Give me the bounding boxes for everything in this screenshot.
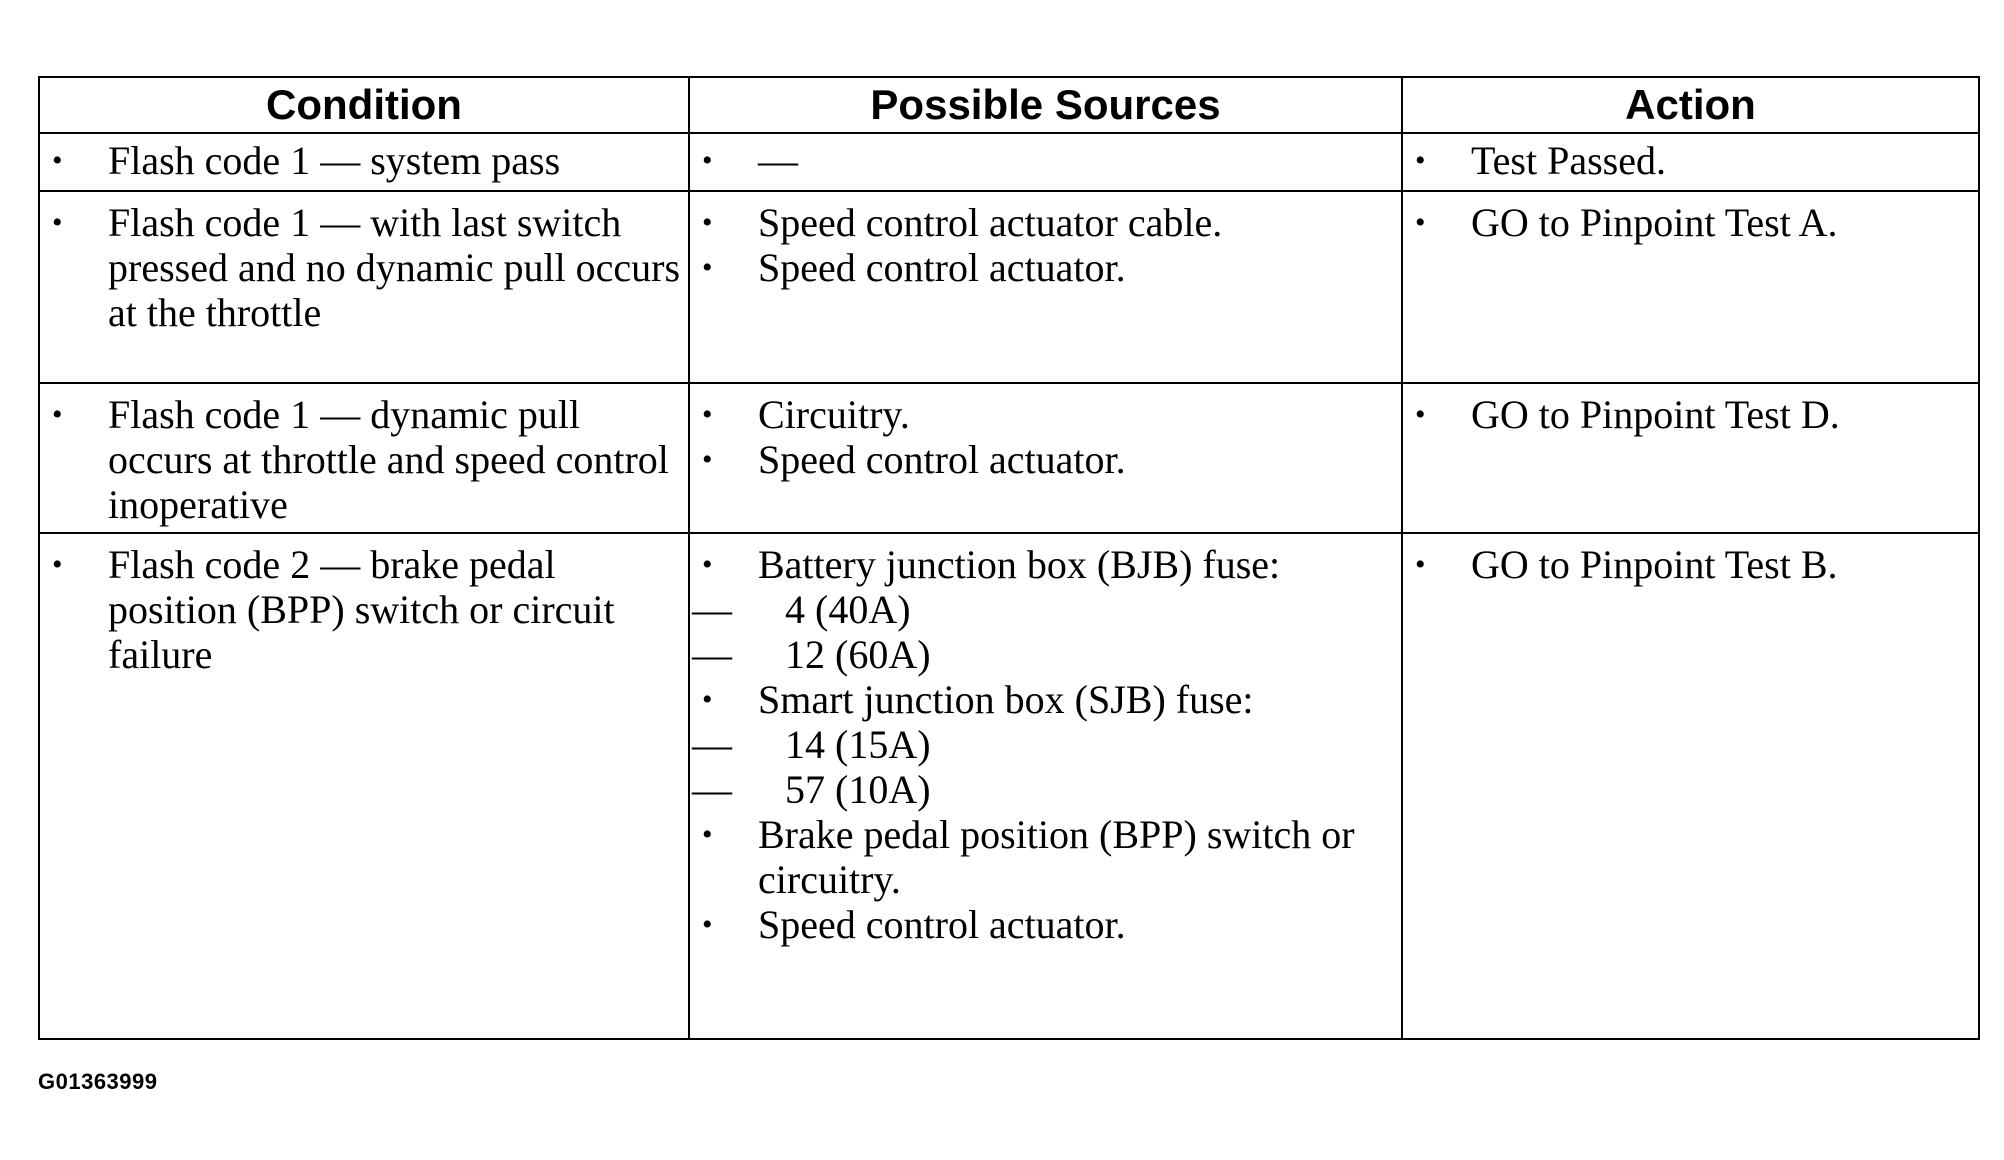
action-text: GO to Pinpoint Test B. <box>1471 542 1838 587</box>
header-row: Condition Possible Sources Action <box>38 76 1980 134</box>
list-item: • Test Passed. <box>1403 138 1972 183</box>
condition-cell: • Flash code 1 — with last switch presse… <box>38 190 690 384</box>
fuse-list: — 14 (15A) — 57 (10A) <box>692 722 1395 812</box>
list-item: • Brake pedal position (BPP) switch or c… <box>690 812 1395 902</box>
fuse-item: — 57 (10A) <box>690 767 1395 812</box>
bullet-icon: • <box>1415 144 1426 177</box>
dash-icon: — <box>692 587 732 632</box>
action-text: Test Passed. <box>1471 138 1666 183</box>
list-item: • Speed control actuator. <box>690 902 1395 947</box>
list-item: • Circuitry. <box>690 392 1395 437</box>
bullet-icon: • <box>702 683 713 716</box>
fuse-text: 12 (60A) <box>785 632 931 677</box>
action-text: GO to Pinpoint Test A. <box>1471 200 1838 245</box>
list-item: • GO to Pinpoint Test B. <box>1403 542 1972 587</box>
source-text: Brake pedal position (BPP) switch or cir… <box>758 812 1355 902</box>
bullet-icon: • <box>702 548 713 581</box>
bullet-icon: • <box>702 251 713 284</box>
sources-cell: • — <box>688 132 1403 192</box>
bullet-icon: • <box>702 443 713 476</box>
list-item: • Flash code 1 — system pass <box>40 138 682 183</box>
sources-cell: • Circuitry. • Speed control actuator. <box>688 382 1403 534</box>
sources-cell: • Speed control actuator cable. • Speed … <box>688 190 1403 384</box>
source-text: Speed control actuator cable. <box>758 200 1223 245</box>
source-text: Speed control actuator. <box>758 245 1126 290</box>
bullet-icon: • <box>52 398 63 431</box>
bullet-icon: • <box>702 206 713 239</box>
list-item: • Speed control actuator cable. <box>690 200 1395 245</box>
fuse-item: — 14 (15A) <box>690 722 1395 767</box>
condition-cell: • Flash code 2 — brake pedal position (B… <box>38 532 690 1040</box>
diagnostic-table: Condition Possible Sources Action • Flas… <box>38 76 1980 1040</box>
source-text: Speed control actuator. <box>758 437 1126 482</box>
list-item: • Smart junction box (SJB) fuse: — 14 (1… <box>690 677 1395 812</box>
bullet-icon: • <box>1415 548 1426 581</box>
table-row: • Flash code 1 — with last switch presse… <box>38 190 1980 384</box>
bullet-icon: • <box>702 398 713 431</box>
dash-icon: — <box>692 767 732 812</box>
source-text: Circuitry. <box>758 392 910 437</box>
action-cell: • GO to Pinpoint Test A. <box>1401 190 1980 384</box>
list-item: • Speed control actuator. <box>690 245 1395 290</box>
fuse-text: 57 (10A) <box>785 767 931 812</box>
action-cell: • GO to Pinpoint Test B. <box>1401 532 1980 1040</box>
list-item: • — <box>690 138 1395 183</box>
condition-text: Flash code 2 — brake pedal position (BPP… <box>108 542 615 677</box>
condition-header: Condition <box>38 76 690 134</box>
table-row: • Flash code 1 — dynamic pull occurs at … <box>38 382 1980 534</box>
fuse-item: — 12 (60A) <box>690 632 1395 677</box>
fuse-text: 14 (15A) <box>785 722 931 767</box>
bullet-icon: • <box>1415 206 1426 239</box>
bullet-icon: • <box>702 818 713 851</box>
table-row: • Flash code 1 — system pass • — • <box>38 132 1980 192</box>
fuse-text: 4 (40A) <box>785 587 911 632</box>
source-text: Speed control actuator. <box>758 902 1126 947</box>
bullet-icon: • <box>52 144 63 177</box>
figure-id: G01363999 <box>38 1069 158 1094</box>
source-text: Smart junction box (SJB) fuse: <box>758 677 1254 722</box>
bullet-icon: • <box>52 206 63 239</box>
list-item: • GO to Pinpoint Test D. <box>1403 392 1972 437</box>
action-header: Action <box>1401 76 1980 134</box>
dash-icon: — <box>692 722 732 767</box>
sources-header: Possible Sources <box>688 76 1403 134</box>
condition-cell: • Flash code 1 — dynamic pull occurs at … <box>38 382 690 534</box>
list-item: • Battery junction box (BJB) fuse: — 4 (… <box>690 542 1395 677</box>
list-item: • Flash code 1 — dynamic pull occurs at … <box>40 392 682 527</box>
source-text: Battery junction box (BJB) fuse: <box>758 542 1281 587</box>
bullet-icon: • <box>1415 398 1426 431</box>
bullet-icon: • <box>702 144 713 177</box>
list-item: • Flash code 1 — with last switch presse… <box>40 200 682 335</box>
action-cell: • GO to Pinpoint Test D. <box>1401 382 1980 534</box>
sources-cell: • Battery junction box (BJB) fuse: — 4 (… <box>688 532 1403 1040</box>
action-cell: • Test Passed. <box>1401 132 1980 192</box>
fuse-item: — 4 (40A) <box>690 587 1395 632</box>
source-text: — <box>758 138 798 183</box>
condition-cell: • Flash code 1 — system pass <box>38 132 690 192</box>
condition-text: Flash code 1 — system pass <box>108 138 561 183</box>
fuse-list: — 4 (40A) — 12 (60A) <box>692 587 1395 677</box>
list-item: • Flash code 2 — brake pedal position (B… <box>40 542 682 677</box>
list-item: • GO to Pinpoint Test A. <box>1403 200 1972 245</box>
table-row: • Flash code 2 — brake pedal position (B… <box>38 532 1980 1040</box>
condition-text: Flash code 1 — with last switch pressed … <box>108 200 681 335</box>
bullet-icon: • <box>702 908 713 941</box>
action-text: GO to Pinpoint Test D. <box>1471 392 1840 437</box>
condition-text: Flash code 1 — dynamic pull occurs at th… <box>108 392 669 527</box>
bullet-icon: • <box>52 548 63 581</box>
list-item: • Speed control actuator. <box>690 437 1395 482</box>
dash-icon: — <box>692 632 732 677</box>
